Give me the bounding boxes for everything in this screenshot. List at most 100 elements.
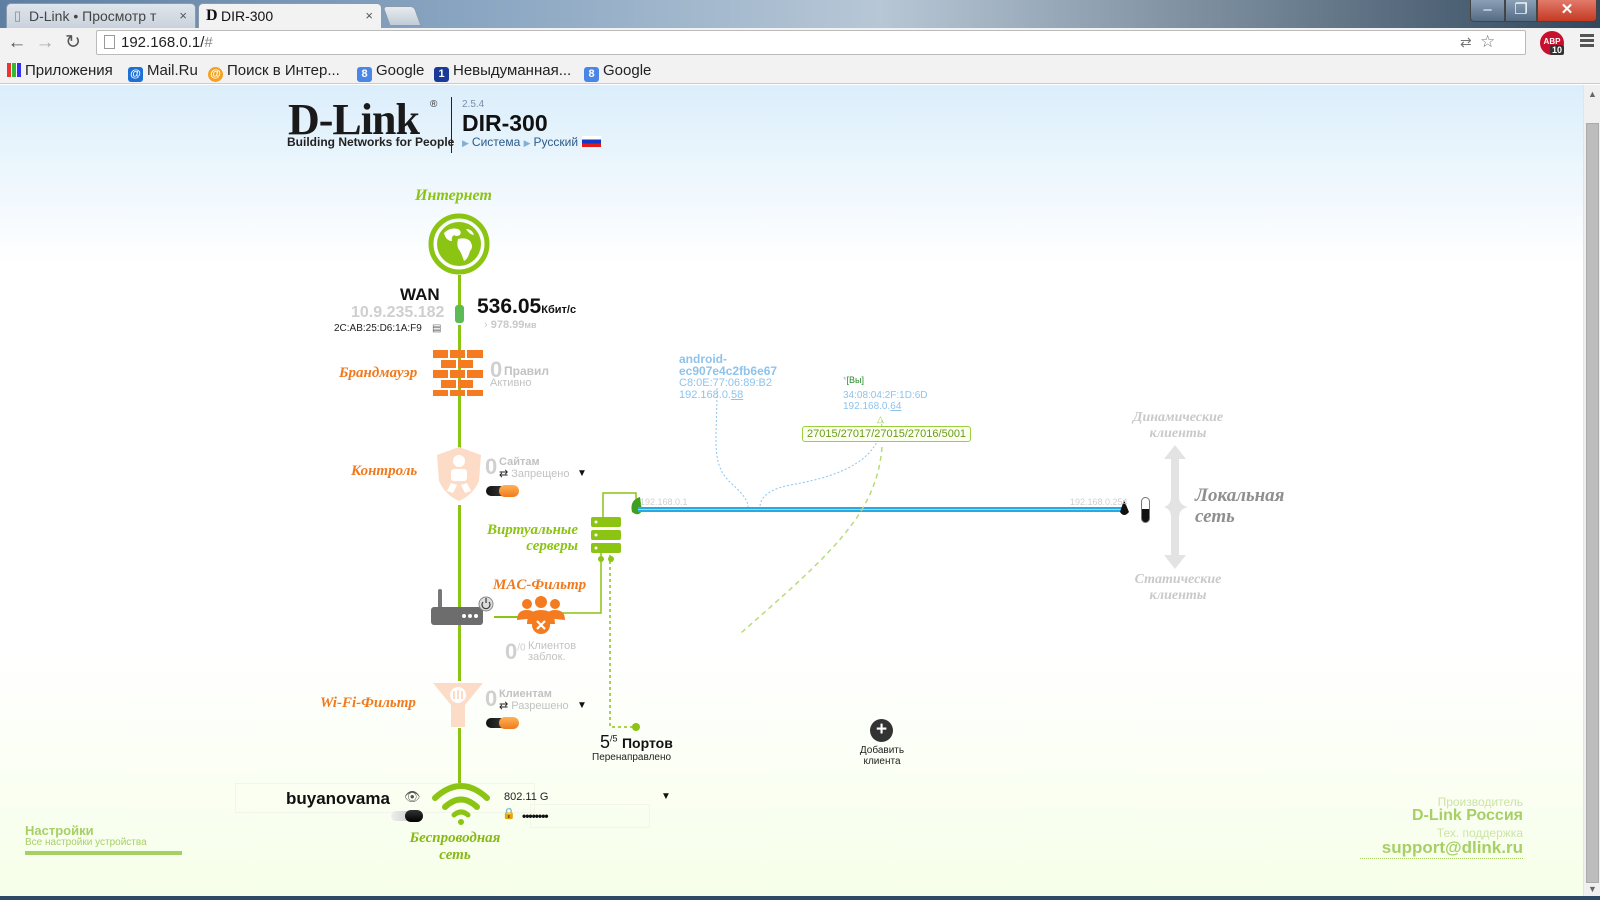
copy-icon[interactable]: ▤ (432, 323, 442, 334)
wifi-filter-dropdown-icon[interactable]: ▼ (577, 700, 587, 711)
client-android-mac: C8:0E:77:06:89:B2 (679, 377, 772, 389)
bookmark-label: Приложения (25, 62, 113, 79)
breadcrumb-system[interactable]: Система (471, 135, 521, 149)
wifi-mode-select[interactable]: 802.11 G (504, 791, 549, 803)
new-tab-button[interactable] (382, 6, 422, 26)
forward-button[interactable]: → (35, 32, 55, 53)
wifi-filter-label[interactable]: Wi-Fi-Фильтр (320, 695, 416, 711)
wan-speed-unit: Кбит/с (541, 304, 577, 316)
dlink-logo[interactable]: D-Link (288, 95, 420, 144)
bookmark-label: Google (376, 62, 425, 79)
ports-summary[interactable]: 5/5 Портов (600, 732, 673, 753)
add-client-label[interactable]: Добавить клиента (852, 745, 912, 767)
virtual-servers-label[interactable]: Виртуальные серверы (483, 522, 578, 554)
dynamic-clients-label[interactable]: Динамические клиенты (1118, 410, 1238, 442)
control-status: Запрещено (511, 468, 570, 480)
scroll-down-icon[interactable]: ▼ (1588, 884, 1597, 894)
bookmark-mailru[interactable]: @Mail.Ru (128, 61, 198, 82)
logo-tagline: Building Networks for People (287, 135, 455, 149)
lock-icon: 🔒 (502, 808, 516, 820)
window-bottom-border (0, 896, 1600, 900)
port-pointer-icon: △ (877, 414, 884, 424)
static-clients-label[interactable]: Статические клиенты (1118, 572, 1238, 604)
router-mac-link (494, 616, 518, 618)
breadcrumb-arrow-icon: ▶ (523, 138, 531, 148)
back-button[interactable]: ← (7, 32, 27, 53)
page-scrollbar[interactable]: ▲ ▼ (1583, 85, 1600, 900)
scroll-up-icon[interactable]: ▲ (1588, 89, 1597, 99)
child-shield-icon[interactable] (435, 445, 483, 503)
tab-close-icon[interactable]: × (179, 8, 187, 23)
address-bar[interactable]: 192.168.0.1/# (96, 30, 1526, 55)
ip-suffix-link[interactable]: 64 (890, 401, 902, 412)
client-android[interactable]: android- ec907e4c2fb6e67 (679, 353, 777, 377)
brick-wall-icon[interactable] (433, 350, 483, 396)
tab-dlink-view[interactable]: ▯ D-Link • Просмотр т × (6, 3, 196, 28)
parental-control-label[interactable]: Контроль (351, 463, 418, 479)
mac-filter-connector (560, 550, 602, 614)
abp-badge: 10 (1550, 45, 1565, 55)
tab-close-icon[interactable]: × (365, 8, 373, 23)
show-ssid-eye-icon[interactable]: 👁 (404, 789, 421, 804)
wifi-filter-mode[interactable]: ⇄ Разрешено (499, 701, 569, 712)
client-you-ip[interactable]: 192.168.0.64 (843, 401, 901, 412)
control-site-count: 0 (485, 454, 498, 479)
ip-prefix: 192.168.0. (679, 389, 731, 401)
add-client-button[interactable]: + (870, 719, 893, 742)
control-toggle[interactable] (486, 485, 519, 497)
wan-traffic-value: 978.99 (490, 319, 525, 331)
close-window-button[interactable]: ✕ (1537, 0, 1597, 22)
minimize-button[interactable]: – (1470, 0, 1505, 22)
wifi-ssid[interactable]: buyanovama (286, 789, 390, 808)
firewall-label[interactable]: Брандмауэр (339, 365, 418, 381)
vendor-name[interactable]: D-Link Россия (1411, 807, 1523, 824)
bookmark-label: Google (603, 62, 652, 79)
wireless-toggle[interactable] (391, 810, 423, 822)
bookmark-label: Mail.Ru (147, 62, 198, 79)
wifi-filter-unit: Клиентам (499, 688, 552, 700)
language-selector[interactable]: Русский (533, 135, 579, 149)
swap-icon: ⇄ (499, 468, 512, 480)
chrome-menu-icon[interactable] (1580, 34, 1594, 49)
control-mode[interactable]: ⇄ Запрещено (499, 469, 569, 480)
globe-icon[interactable] (428, 213, 490, 275)
lan-range-highlight (638, 509, 1124, 510)
adblock-plus-button[interactable]: ABP 10 (1540, 31, 1565, 55)
wan-speed: 536.05Кбит/с (477, 295, 576, 319)
bookmark-star-icon[interactable]: ☆ (1480, 32, 1496, 51)
scrollbar-thumb[interactable] (1586, 123, 1599, 883)
bookmark-search[interactable]: @Поиск в Интер... (208, 61, 340, 82)
reload-button[interactable]: ↻ (65, 32, 81, 53)
toggle-knob (499, 717, 519, 729)
wifi-password-field[interactable] (530, 804, 650, 828)
settings-subtitle[interactable]: Все настройки устройства (25, 837, 147, 848)
maximize-button[interactable]: ❐ (1505, 0, 1537, 22)
bookmark-apps[interactable]: Приложения (7, 61, 113, 81)
mac-filter-label[interactable]: MAC-Фильтр (493, 577, 587, 593)
translate-icon[interactable]: ⇄ (1460, 34, 1472, 50)
lan-range-toggle[interactable] (1141, 497, 1150, 523)
wifi-icon[interactable] (431, 780, 491, 826)
wifi-filter-toggle[interactable] (486, 717, 519, 729)
wifi-filter-funnel-icon[interactable] (433, 681, 485, 729)
router-icon[interactable] (430, 587, 495, 631)
client-you-ports[interactable]: 27015/27017/27015/27016/5001 (802, 426, 972, 442)
add-client-line1: Добавить (859, 745, 905, 756)
ssid-field[interactable] (235, 783, 535, 813)
breadcrumb: ▶Система ▶Русский (462, 135, 602, 149)
support-email-link[interactable]: support@dlink.ru (1360, 838, 1523, 859)
settings-title[interactable]: Настройки (25, 823, 94, 838)
ip-suffix-link[interactable]: 58 (731, 389, 744, 401)
wifi-mode-dropdown-icon[interactable]: ▼ (661, 791, 671, 802)
blocked-users-icon[interactable] (516, 596, 566, 636)
client-link-android (715, 387, 749, 508)
local-network-line1: Локальная (1195, 485, 1285, 506)
page-icon: ▯ (14, 8, 22, 23)
swap-icon: ⇄ (499, 700, 512, 712)
connection-line (458, 505, 461, 650)
control-dropdown-icon[interactable]: ▼ (577, 468, 587, 479)
tab-dir300[interactable]: D DIR-300 × (198, 3, 382, 28)
